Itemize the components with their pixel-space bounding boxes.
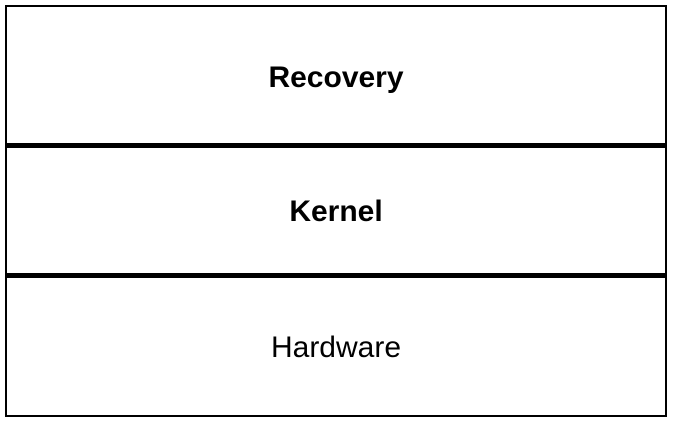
kernel-layer-label: Kernel (289, 194, 383, 228)
recovery-layer-label: Recovery (268, 61, 404, 94)
hardware-layer-label: Hardware (270, 330, 402, 364)
kernel-layer: Kernel (7, 148, 665, 278)
recovery-layer: Recovery (7, 7, 665, 148)
hardware-layer: Hardware (7, 278, 665, 415)
layer-stack-diagram: Recovery Kernel Hardware (5, 5, 667, 417)
